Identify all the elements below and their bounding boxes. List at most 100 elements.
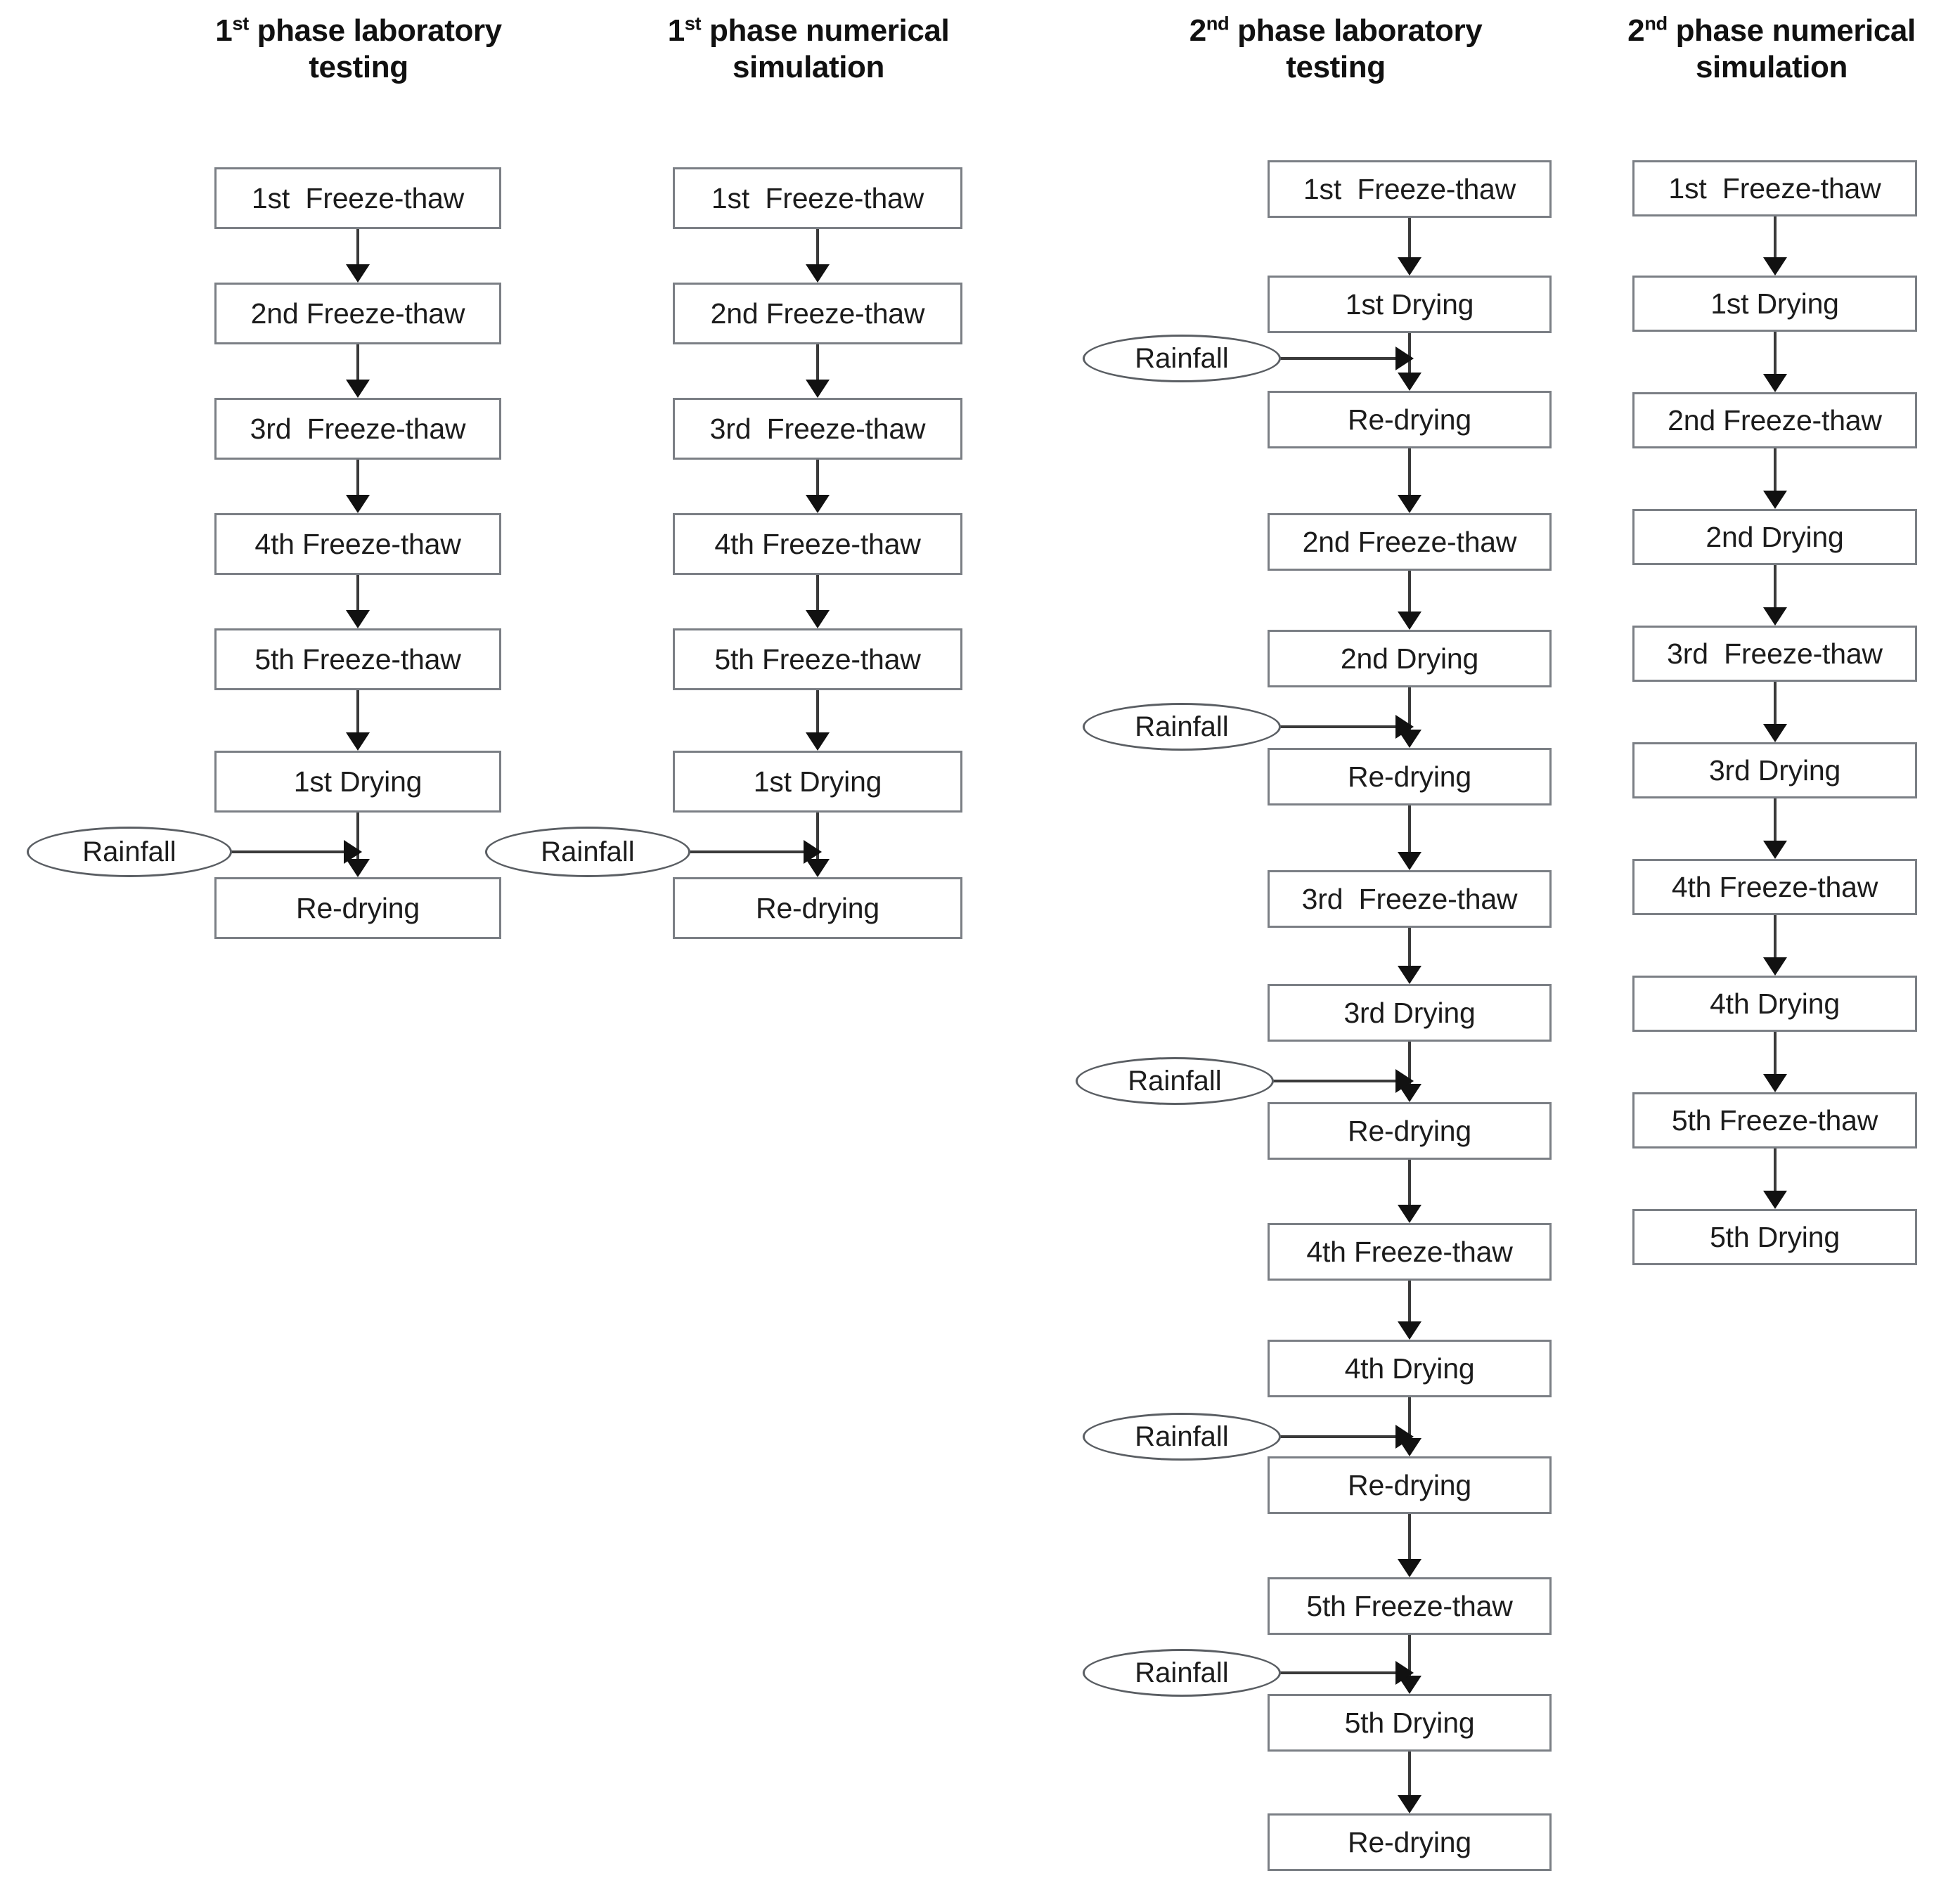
arrow-phase2-laboratory-testing-11-to-12 (1398, 1514, 1421, 1577)
title-ordinal-suffix: nd (1206, 12, 1230, 34)
title-rest: phase laboratory testing (248, 13, 503, 84)
column-title-phase2-laboratory-testing: 2nd phase laboratory testing (1153, 13, 1519, 86)
node-phase2-laboratory-testing-3[interactable]: 2nd Freeze-thaw (1268, 513, 1552, 571)
node-phase1-laboratory-testing-2[interactable]: 3rd Freeze-thaw (214, 398, 501, 460)
arrow-phase2-laboratory-testing-5-to-6 (1398, 805, 1421, 870)
node-phase1-numerical-simulation-6[interactable]: Re-drying (673, 877, 962, 939)
title-ordinal: 1 (667, 13, 685, 48)
arrow-phase1-laboratory-testing-0-to-1 (346, 229, 370, 283)
arrow-phase2-laboratory-testing-9-to-10 (1398, 1281, 1421, 1340)
node-phase2-laboratory-testing-0[interactable]: 1st Freeze-thaw (1268, 160, 1552, 218)
node-phase2-laboratory-testing-4[interactable]: 2nd Drying (1268, 630, 1552, 687)
arrow-phase1-laboratory-testing-5-to-6 (346, 813, 370, 877)
rainfall-node-phase2-laboratory-testing-0[interactable]: Rainfall (1083, 335, 1281, 382)
node-phase2-numerical-simulation-2[interactable]: 2nd Freeze-thaw (1632, 392, 1917, 448)
node-phase2-numerical-simulation-4[interactable]: 3rd Freeze-thaw (1632, 626, 1917, 682)
node-phase2-laboratory-testing-10[interactable]: 4th Drying (1268, 1340, 1552, 1397)
arrow-phase2-laboratory-testing-4-to-5 (1398, 687, 1421, 748)
rainfall-node-phase2-laboratory-testing-4[interactable]: Rainfall (1083, 1649, 1281, 1697)
node-phase2-laboratory-testing-6[interactable]: 3rd Freeze-thaw (1268, 870, 1552, 928)
node-phase1-laboratory-testing-5[interactable]: 1st Drying (214, 751, 501, 813)
node-phase1-laboratory-testing-1[interactable]: 2nd Freeze-thaw (214, 283, 501, 344)
arrow-phase1-numerical-simulation-3-to-4 (806, 575, 830, 628)
node-phase2-laboratory-testing-2[interactable]: Re-drying (1268, 391, 1552, 448)
arrow-phase2-numerical-simulation-4-to-5 (1762, 682, 1787, 742)
rainfall-node-phase2-laboratory-testing-3[interactable]: Rainfall (1083, 1413, 1281, 1461)
title-rest: phase numerical simulation (1667, 13, 1916, 84)
arrow-phase2-numerical-simulation-3-to-4 (1762, 565, 1787, 626)
arrow-phase2-numerical-simulation-2-to-3 (1762, 448, 1787, 509)
column-title-phase1-laboratory-testing: 1st phase laboratory testing (176, 13, 541, 86)
rainfall-node-phase2-laboratory-testing-2[interactable]: Rainfall (1076, 1057, 1274, 1105)
arrow-rainfall-phase1-laboratory-testing-0 (229, 840, 362, 864)
node-phase1-laboratory-testing-3[interactable]: 4th Freeze-thaw (214, 513, 501, 575)
node-phase2-numerical-simulation-8[interactable]: 5th Freeze-thaw (1632, 1092, 1917, 1148)
arrow-phase1-numerical-simulation-1-to-2 (806, 344, 830, 398)
arrow-phase2-laboratory-testing-12-to-13 (1398, 1635, 1421, 1694)
arrow-rainfall-phase1-numerical-simulation-0 (688, 840, 822, 864)
node-phase2-laboratory-testing-11[interactable]: Re-drying (1268, 1456, 1552, 1514)
arrow-phase2-laboratory-testing-3-to-4 (1398, 571, 1421, 630)
arrow-phase2-laboratory-testing-2-to-3 (1398, 448, 1421, 513)
arrow-phase2-numerical-simulation-1-to-2 (1762, 332, 1787, 392)
arrow-rainfall-phase2-laboratory-testing-4 (1278, 1661, 1414, 1685)
arrow-phase1-laboratory-testing-1-to-2 (346, 344, 370, 398)
node-phase1-numerical-simulation-2[interactable]: 3rd Freeze-thaw (673, 398, 962, 460)
arrow-rainfall-phase2-laboratory-testing-1 (1278, 715, 1414, 739)
arrow-phase1-laboratory-testing-4-to-5 (346, 690, 370, 751)
column-title-phase2-numerical-simulation: 2nd phase numerical simulation (1596, 13, 1947, 86)
arrow-rainfall-phase2-laboratory-testing-0 (1278, 347, 1414, 370)
node-phase1-numerical-simulation-3[interactable]: 4th Freeze-thaw (673, 513, 962, 575)
title-ordinal-suffix: st (232, 12, 249, 34)
arrow-phase1-numerical-simulation-2-to-3 (806, 460, 830, 513)
arrow-phase2-laboratory-testing-13-to-14 (1398, 1752, 1421, 1813)
rainfall-node-phase1-numerical-simulation-0[interactable]: Rainfall (485, 827, 690, 877)
node-phase2-laboratory-testing-9[interactable]: 4th Freeze-thaw (1268, 1223, 1552, 1281)
node-phase1-laboratory-testing-6[interactable]: Re-drying (214, 877, 501, 939)
arrow-phase2-laboratory-testing-7-to-8 (1398, 1042, 1421, 1102)
arrow-phase2-laboratory-testing-8-to-9 (1398, 1160, 1421, 1223)
node-phase1-numerical-simulation-4[interactable]: 5th Freeze-thaw (673, 628, 962, 690)
arrow-rainfall-phase2-laboratory-testing-2 (1271, 1069, 1414, 1093)
arrow-phase1-laboratory-testing-3-to-4 (346, 575, 370, 628)
node-phase2-laboratory-testing-7[interactable]: 3rd Drying (1268, 984, 1552, 1042)
arrow-phase2-numerical-simulation-5-to-6 (1762, 798, 1787, 859)
node-phase2-laboratory-testing-12[interactable]: 5th Freeze-thaw (1268, 1577, 1552, 1635)
node-phase2-numerical-simulation-0[interactable]: 1st Freeze-thaw (1632, 160, 1917, 216)
title-rest: phase laboratory testing (1229, 13, 1483, 84)
arrow-phase2-numerical-simulation-6-to-7 (1762, 915, 1787, 976)
arrow-phase1-numerical-simulation-4-to-5 (806, 690, 830, 751)
node-phase2-numerical-simulation-6[interactable]: 4th Freeze-thaw (1632, 859, 1917, 915)
arrow-phase1-laboratory-testing-2-to-3 (346, 460, 370, 513)
rainfall-node-phase1-laboratory-testing-0[interactable]: Rainfall (27, 827, 232, 877)
title-ordinal-suffix: nd (1644, 12, 1668, 34)
node-phase2-numerical-simulation-5[interactable]: 3rd Drying (1632, 742, 1917, 798)
node-phase2-laboratory-testing-8[interactable]: Re-drying (1268, 1102, 1552, 1160)
arrow-phase2-laboratory-testing-0-to-1 (1398, 218, 1421, 276)
node-phase1-numerical-simulation-0[interactable]: 1st Freeze-thaw (673, 167, 962, 229)
node-phase2-laboratory-testing-5[interactable]: Re-drying (1268, 748, 1552, 805)
node-phase1-laboratory-testing-4[interactable]: 5th Freeze-thaw (214, 628, 501, 690)
title-ordinal-suffix: st (684, 12, 702, 34)
arrow-phase1-numerical-simulation-0-to-1 (806, 229, 830, 283)
arrow-rainfall-phase2-laboratory-testing-3 (1278, 1425, 1414, 1449)
node-phase1-numerical-simulation-1[interactable]: 2nd Freeze-thaw (673, 283, 962, 344)
node-phase2-numerical-simulation-1[interactable]: 1st Drying (1632, 276, 1917, 332)
arrow-phase2-laboratory-testing-6-to-7 (1398, 928, 1421, 984)
node-phase2-numerical-simulation-3[interactable]: 2nd Drying (1632, 509, 1917, 565)
node-phase2-laboratory-testing-14[interactable]: Re-drying (1268, 1813, 1552, 1871)
arrow-phase2-numerical-simulation-8-to-9 (1762, 1148, 1787, 1209)
title-ordinal: 1 (215, 13, 233, 48)
node-phase1-numerical-simulation-5[interactable]: 1st Drying (673, 751, 962, 813)
arrow-phase2-numerical-simulation-0-to-1 (1762, 216, 1787, 276)
rainfall-node-phase2-laboratory-testing-1[interactable]: Rainfall (1083, 703, 1281, 751)
node-phase1-laboratory-testing-0[interactable]: 1st Freeze-thaw (214, 167, 501, 229)
node-phase2-laboratory-testing-1[interactable]: 1st Drying (1268, 276, 1552, 333)
node-phase2-numerical-simulation-7[interactable]: 4th Drying (1632, 976, 1917, 1032)
node-phase2-numerical-simulation-9[interactable]: 5th Drying (1632, 1209, 1917, 1265)
title-rest: phase numerical simulation (701, 13, 950, 84)
title-ordinal: 2 (1189, 13, 1206, 48)
node-phase2-laboratory-testing-13[interactable]: 5th Drying (1268, 1694, 1552, 1752)
arrow-phase2-numerical-simulation-7-to-8 (1762, 1032, 1787, 1092)
